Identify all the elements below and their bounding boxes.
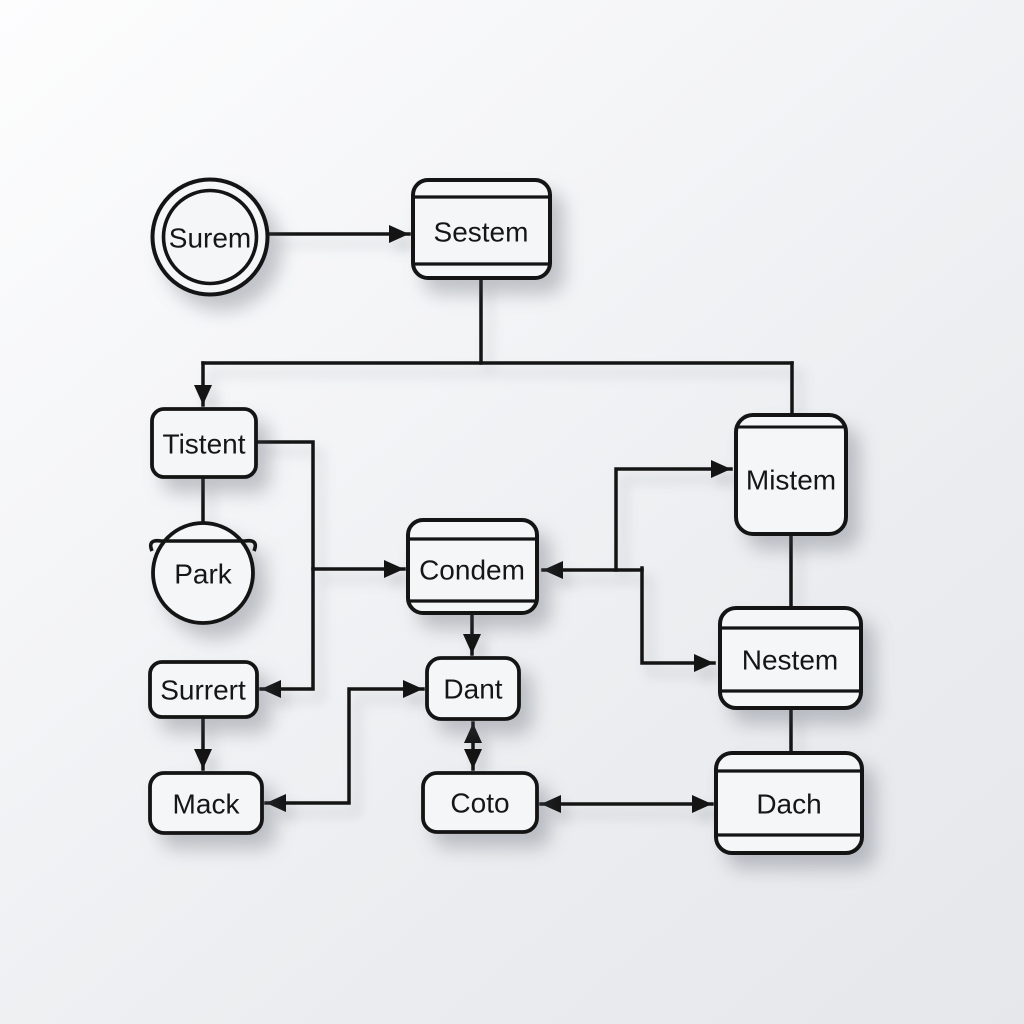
node-park: Park <box>148 521 258 625</box>
node-coto-label: Coto <box>450 788 509 819</box>
node-mack: Mack <box>148 771 264 835</box>
edge-tistent-surrert <box>254 440 315 698</box>
node-dach-label: Dach <box>756 789 821 820</box>
node-dant-label: Dant <box>443 674 502 705</box>
node-condem-label: Condem <box>419 555 525 586</box>
node-sestem: Sestem <box>411 178 552 280</box>
edges-layer <box>194 225 794 813</box>
edge-mack-dant <box>264 680 425 812</box>
node-condem: Condem <box>406 518 539 615</box>
node-mack-label: Mack <box>173 789 241 820</box>
node-park-label: Park <box>174 559 233 590</box>
edge-junction-nestem <box>640 566 716 672</box>
node-surrert: Surrert <box>148 660 259 719</box>
node-dant: Dant <box>425 656 521 721</box>
node-surrert-label: Surrert <box>160 675 246 706</box>
node-tistent: Tistent <box>150 407 258 479</box>
node-nestem: Nestem <box>718 606 863 710</box>
node-tistent-label: Tistent <box>163 429 246 460</box>
node-surem-label: Surem <box>169 223 251 254</box>
node-mistem: Mistem <box>734 413 848 536</box>
node-nestem-label: Nestem <box>742 645 838 676</box>
node-coto: Coto <box>421 771 539 834</box>
node-surem: Surem <box>150 177 270 297</box>
node-mistem-label: Mistem <box>746 465 836 496</box>
node-sestem-label: Sestem <box>434 217 529 248</box>
node-dach: Dach <box>714 751 864 855</box>
edge-junction-mistem <box>614 460 733 572</box>
